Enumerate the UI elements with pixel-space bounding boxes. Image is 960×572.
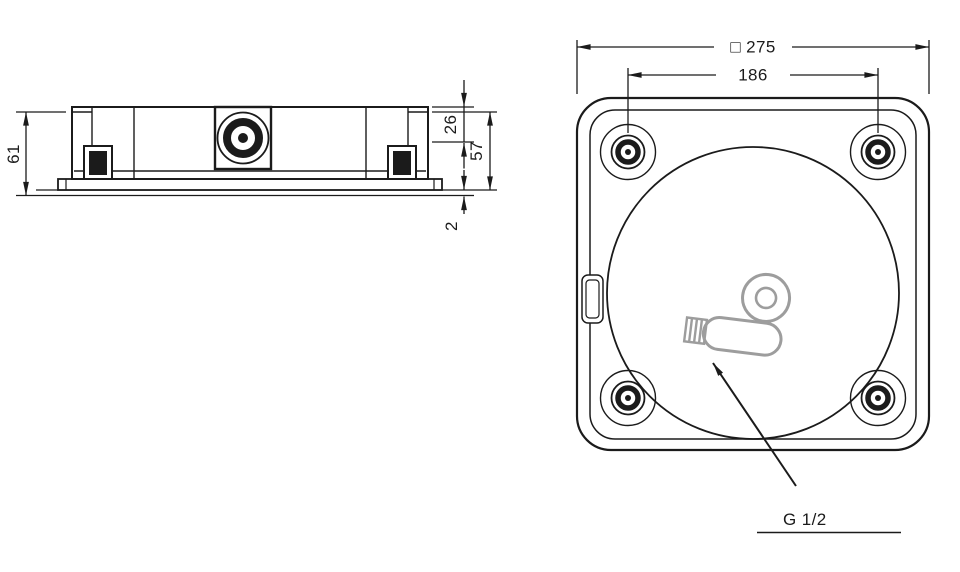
nipple-rib xyxy=(697,319,704,344)
clip-notch-inner xyxy=(585,279,600,319)
dimension-label: 26 xyxy=(441,115,460,135)
connector-body xyxy=(701,316,783,357)
nipple-rib xyxy=(687,317,694,343)
dimension-depth-57: 57 xyxy=(432,111,497,191)
screw-ring xyxy=(615,385,641,411)
clip-notch-outer xyxy=(581,274,604,324)
dimension-height-61: 61 xyxy=(4,111,66,197)
dimension-label: 186 xyxy=(738,66,768,85)
foot-core xyxy=(393,151,411,175)
connection-label: G 1/2 xyxy=(783,510,827,529)
screw-ring-outer xyxy=(860,380,896,416)
screw-center xyxy=(875,149,881,155)
top-view: G 1/2 □ 275 186 xyxy=(575,38,931,534)
corner-screw-hole-bottom-left xyxy=(599,369,657,427)
screw-center xyxy=(625,395,631,401)
screw-ring-outer xyxy=(860,134,896,170)
screw-boss-circle xyxy=(849,369,907,427)
mounting-flange xyxy=(57,178,443,191)
nipple-rib xyxy=(692,318,699,343)
dimension-panel-2: 2 xyxy=(442,170,474,231)
dimension-label: 61 xyxy=(4,144,23,164)
leader-arrow xyxy=(712,362,797,487)
inlet-port-ring xyxy=(223,118,263,158)
dimension-label: 57 xyxy=(467,141,486,161)
screw-ring xyxy=(615,139,641,165)
screw-ring xyxy=(865,385,891,411)
faceplate-circle xyxy=(606,146,900,440)
connector-hub xyxy=(754,286,778,310)
corner-screw-hole-bottom-right xyxy=(849,369,907,427)
mounting-foot-left xyxy=(83,145,113,180)
screw-center xyxy=(875,395,881,401)
foot-core xyxy=(89,151,107,175)
inlet-port-center xyxy=(238,133,248,143)
screw-ring-outer xyxy=(610,134,646,170)
screw-ring-outer xyxy=(610,380,646,416)
corner-screw-hole-top-left xyxy=(599,123,657,181)
screw-ring xyxy=(865,139,891,165)
faceplate-outer-edge xyxy=(575,96,931,452)
screw-boss-circle xyxy=(599,369,657,427)
side-view: 61 26 57 2 xyxy=(4,80,497,231)
screw-center xyxy=(625,149,631,155)
dimension-depth-26: 26 xyxy=(432,80,474,169)
inlet-block xyxy=(213,105,273,171)
connector-circle xyxy=(741,272,792,323)
hose-connector xyxy=(682,272,792,357)
dimension-hole-spacing-186: 186 xyxy=(627,66,879,133)
inlet-port-outer-circle xyxy=(216,111,270,165)
dimension-width-275: □ 275 xyxy=(576,38,930,94)
side-clip-notch xyxy=(581,274,604,324)
mounting-foot-right xyxy=(387,145,417,180)
dimension-label: 2 xyxy=(442,221,461,231)
dimension-label: □ 275 xyxy=(730,38,775,57)
